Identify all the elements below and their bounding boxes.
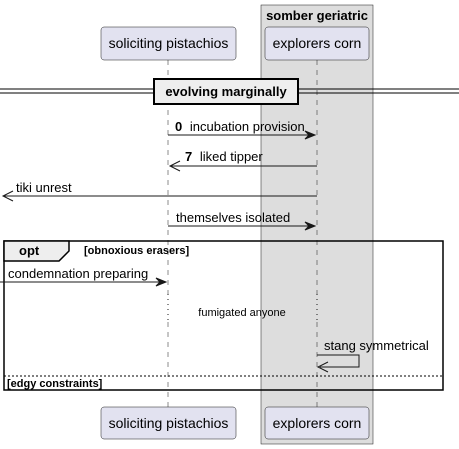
message-label: tiki unrest xyxy=(16,180,72,195)
message-label: themselves isolated xyxy=(176,210,290,225)
delay-label: fumigated anyone xyxy=(198,307,285,319)
box-group-title: somber geriatric xyxy=(266,8,368,23)
message-stang-symmetrical[interactable]: stang symmetrical xyxy=(316,338,429,373)
message-open-arrowhead xyxy=(168,160,181,172)
fragment-tab xyxy=(3,240,70,262)
participant-label: explorers corn xyxy=(273,415,362,431)
message-incubation-provision[interactable]: 0 incubation provision xyxy=(168,119,317,140)
message-number: 0 xyxy=(175,119,182,134)
message-number: 7 xyxy=(185,149,192,164)
participant-explorers-corn-top[interactable]: explorers corn xyxy=(264,26,370,61)
message-text: liked tipper xyxy=(200,149,264,164)
participant-explorers-corn-bottom[interactable]: explorers corn xyxy=(264,406,370,440)
participant-label: soliciting pistachios xyxy=(109,415,229,431)
message-label: stang symmetrical xyxy=(324,338,429,353)
message-text: incubation provision xyxy=(190,119,305,134)
fragment-guard: [obnoxious erasers] xyxy=(84,245,189,257)
message-label: condemnation preparing xyxy=(8,266,148,281)
participant-label: soliciting pistachios xyxy=(109,35,229,51)
message-themselves-isolated[interactable]: themselves isolated xyxy=(168,210,317,231)
message-arrowhead xyxy=(155,277,168,287)
message-condemnation-preparing[interactable]: condemnation preparing xyxy=(0,266,168,287)
message-tiki-unrest[interactable]: tiki unrest xyxy=(1,180,317,202)
message-label: 0 incubation provision xyxy=(175,119,305,134)
message-open-arrowhead xyxy=(1,190,14,202)
message-label: 7 liked tipper xyxy=(185,149,263,164)
participant-label: explorers corn xyxy=(273,35,362,51)
divider: evolving marginally xyxy=(0,78,459,105)
divider-box xyxy=(153,78,299,105)
participant-box xyxy=(100,26,237,61)
participant-soliciting-pistachios-bottom[interactable]: soliciting pistachios xyxy=(100,406,237,440)
message-open-arrowhead xyxy=(316,361,329,373)
opt-fragment: opt [obnoxious erasers] [edgy constraint… xyxy=(3,240,444,391)
participant-box xyxy=(264,406,370,440)
participant-soliciting-pistachios-top[interactable]: soliciting pistachios xyxy=(100,26,237,61)
participant-box xyxy=(100,406,237,440)
divider-label: evolving marginally xyxy=(165,84,287,99)
message-line xyxy=(317,354,360,368)
participant-box xyxy=(264,26,370,61)
fragment-else-guard: [edgy constraints] xyxy=(7,378,103,390)
fragment-kind: opt xyxy=(19,243,40,258)
fragment-frame xyxy=(3,240,444,391)
message-liked-tipper[interactable]: 7 liked tipper xyxy=(168,149,317,172)
message-arrowhead xyxy=(304,221,317,231)
message-arrowhead xyxy=(304,130,317,140)
